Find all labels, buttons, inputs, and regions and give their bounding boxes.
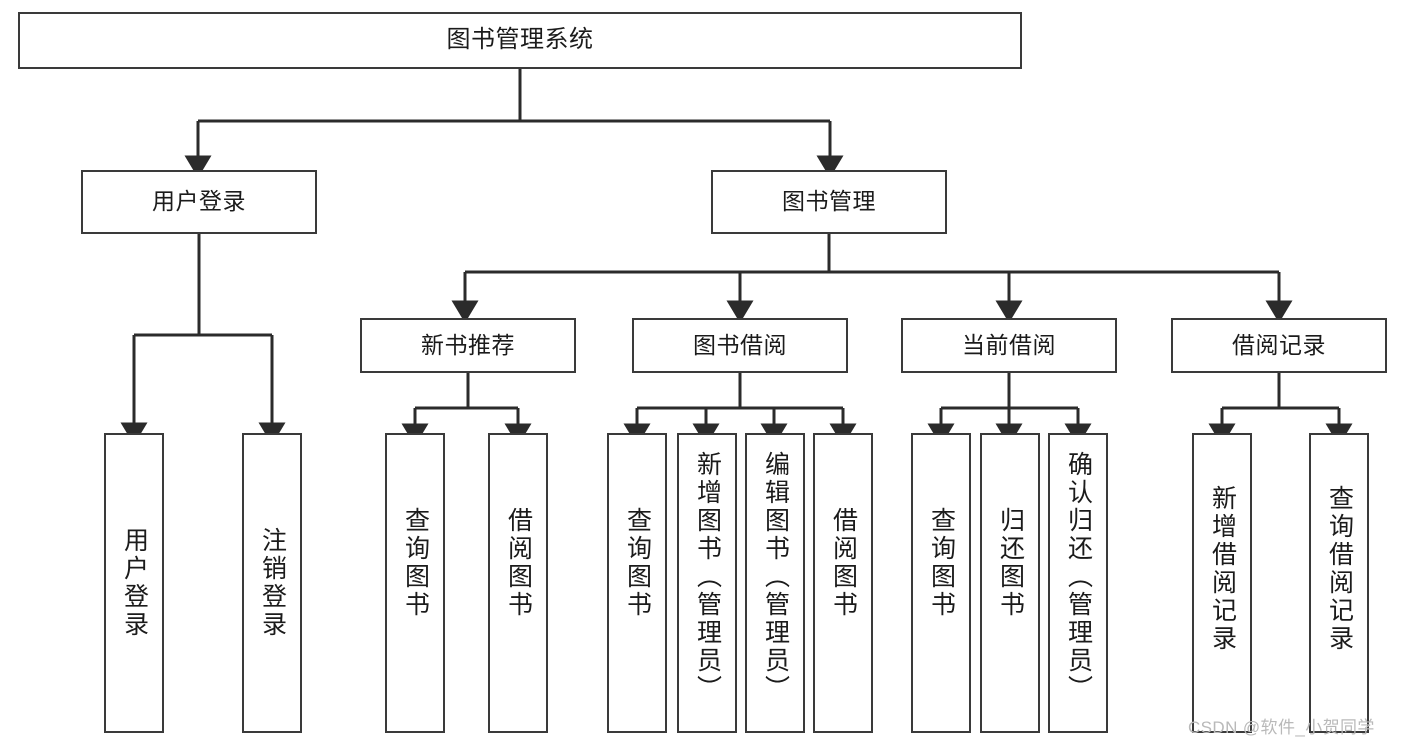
node-root-system[interactable]: 图书管理系统 [18,12,1022,69]
node-book-management[interactable]: 图书管理 [711,170,947,234]
node-leaf-user-login-logout[interactable]: 注销登录 [242,433,302,733]
node-user-login-label: 用户登录 [152,188,246,215]
node-leaf-currentborrow-confirm-return-label: 确认归还（管理员） [1064,451,1093,703]
node-book-borrow-label: 图书借阅 [693,331,787,358]
node-current-borrow-label: 当前借阅 [962,331,1056,358]
node-leaf-user-login-login[interactable]: 用户登录 [104,433,164,733]
node-leaf-newbook-query-book[interactable]: 查询图书 [385,433,445,733]
node-root-system-label: 图书管理系统 [446,26,594,54]
node-user-login[interactable]: 用户登录 [81,170,317,234]
node-leaf-newbook-borrow-book[interactable]: 借阅图书 [488,433,548,733]
watermark-text: CSDN @软件_小贺同学 [1188,718,1375,737]
node-leaf-user-login-login-label: 用户登录 [120,527,149,639]
node-leaf-currentborrow-query-book[interactable]: 查询图书 [911,433,971,733]
node-leaf-newbook-borrow-book-label: 借阅图书 [504,507,533,619]
node-leaf-bookborrow-add-book-label: 新增图书（管理员） [693,451,722,703]
node-leaf-bookborrow-borrow-book-label: 借阅图书 [829,507,858,619]
node-leaf-user-login-logout-label: 注销登录 [258,527,287,639]
node-leaf-currentborrow-confirm-return[interactable]: 确认归还（管理员） [1048,433,1108,733]
node-leaf-bookborrow-edit-book[interactable]: 编辑图书（管理员） [745,433,805,733]
node-leaf-borrowrecord-query[interactable]: 查询借阅记录 [1309,433,1369,733]
node-borrow-record[interactable]: 借阅记录 [1171,318,1387,373]
node-leaf-currentborrow-return-book-label: 归还图书 [996,507,1025,619]
node-book-borrow[interactable]: 图书借阅 [632,318,848,373]
node-current-borrow[interactable]: 当前借阅 [901,318,1117,373]
node-leaf-borrowrecord-add-label: 新增借阅记录 [1208,485,1237,653]
node-leaf-currentborrow-query-book-label: 查询图书 [927,507,956,619]
node-leaf-bookborrow-borrow-book[interactable]: 借阅图书 [813,433,873,733]
node-new-book-recommend[interactable]: 新书推荐 [360,318,576,373]
node-book-management-label: 图书管理 [782,188,876,215]
node-leaf-newbook-query-book-label: 查询图书 [401,507,430,619]
node-leaf-bookborrow-edit-book-label: 编辑图书（管理员） [761,451,790,703]
node-new-book-recommend-label: 新书推荐 [421,331,515,358]
node-leaf-borrowrecord-query-label: 查询借阅记录 [1325,485,1354,653]
node-leaf-bookborrow-query-book[interactable]: 查询图书 [607,433,667,733]
node-leaf-bookborrow-query-book-label: 查询图书 [623,507,652,619]
node-leaf-bookborrow-add-book[interactable]: 新增图书（管理员） [677,433,737,733]
node-borrow-record-label: 借阅记录 [1232,331,1326,358]
node-leaf-currentborrow-return-book[interactable]: 归还图书 [980,433,1040,733]
node-leaf-borrowrecord-add[interactable]: 新增借阅记录 [1192,433,1252,733]
